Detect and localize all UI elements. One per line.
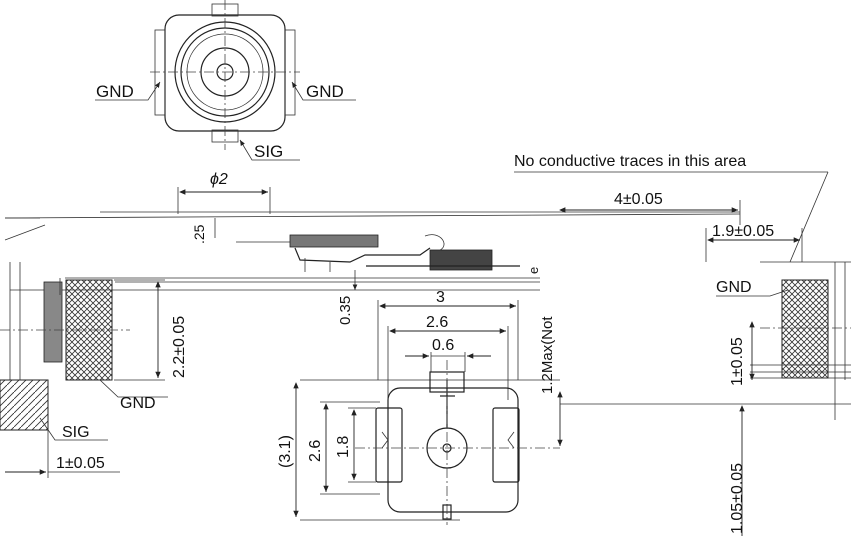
dim-1-label: 1±0.05 (729, 337, 746, 386)
dim-1-9-group: 1.9±0.05 (705, 223, 803, 262)
no-traces-note: No conductive traces in this area (514, 153, 746, 170)
dim-2-6-h-group: 2.6 (387, 314, 509, 400)
phi2-dimension: ϕ2 (177, 171, 271, 214)
profile-body (294, 247, 431, 263)
dim-1-8-group: 1.8 (335, 407, 376, 483)
gnd-left-pad-leader (99, 379, 168, 398)
upper-board-line (4, 213, 741, 219)
dim-2-6-v-label: 2.6 (307, 440, 324, 462)
dim-4-label: 4±0.05 (614, 191, 663, 208)
dim-1-left-label: 1±0.05 (56, 455, 105, 472)
footprint-right-pad (492, 407, 520, 483)
sig-top-label: SIG (254, 142, 283, 161)
sig-left-pad (0, 379, 49, 431)
connector-right-tab (284, 29, 296, 116)
dim-25-label: .25 (191, 224, 207, 244)
dim-3-1-group: (3.1) (277, 382, 299, 517)
sig-top-leader (239, 139, 300, 161)
dim-2-2-label: 2.2±0.05 (171, 316, 188, 378)
gnd-right-pad-label: GND (716, 279, 752, 296)
dim-3-label: 3 (436, 289, 445, 306)
connector-left-tab (154, 29, 166, 116)
profile-contact (429, 249, 493, 271)
dim-2-6-v-group: 2.6 (307, 401, 380, 495)
dim-1-left-group: 1±0.05 (5, 430, 120, 478)
gnd-right-pad (781, 279, 829, 379)
dim-1-right-group: 1±0.05 (729, 321, 755, 386)
dim-1-05-group: 1.05±0.05 (729, 405, 746, 536)
sig-left-label: SIG (62, 424, 90, 441)
left-board (0, 217, 130, 431)
connector-top-view: GND GND SIG (95, 0, 356, 161)
dim-4-group: 4±0.05 (559, 191, 741, 225)
dim-1-05-label: 1.05±0.05 (729, 463, 746, 534)
gnd-left-leader (95, 81, 161, 101)
dim-1-9-label: 1.9±0.05 (712, 223, 774, 240)
footprint-body (387, 387, 519, 513)
dim-e-label: e (526, 267, 541, 274)
profile-flange (289, 234, 379, 248)
gnd-right-pad-leader (716, 289, 789, 297)
profile-curl (424, 234, 445, 251)
dim-3-1-label: (3.1) (277, 435, 294, 468)
dim-2-6-h-label: 2.6 (426, 314, 448, 331)
note-leader (789, 171, 829, 263)
left-contact-strip (43, 281, 63, 363)
dim-0-6-group: 0.6 (405, 337, 491, 372)
gnd-right-leader (291, 81, 356, 101)
gnd-right-top-label: GND (306, 82, 344, 101)
dim-0-35-label: 0.35 (337, 296, 354, 325)
phi2-label: ϕ2 (210, 171, 228, 188)
gnd-left-top-label: GND (96, 82, 134, 101)
dim-1-2max-label: 1.2Max(Not (539, 316, 556, 394)
footprint (300, 360, 560, 525)
dim-2-2-group: 2.2±0.05 (114, 279, 188, 381)
dim-3-group: 3 (377, 289, 519, 380)
sig-left-leader (39, 417, 108, 441)
right-board (560, 261, 851, 420)
dim-1-8-label: 1.8 (335, 436, 352, 458)
gnd-left-pad-label: GND (120, 395, 156, 412)
dim-0-6-label: 0.6 (432, 337, 454, 354)
footprint-left-pad (375, 407, 403, 483)
side-profile: .25 e (191, 218, 541, 274)
